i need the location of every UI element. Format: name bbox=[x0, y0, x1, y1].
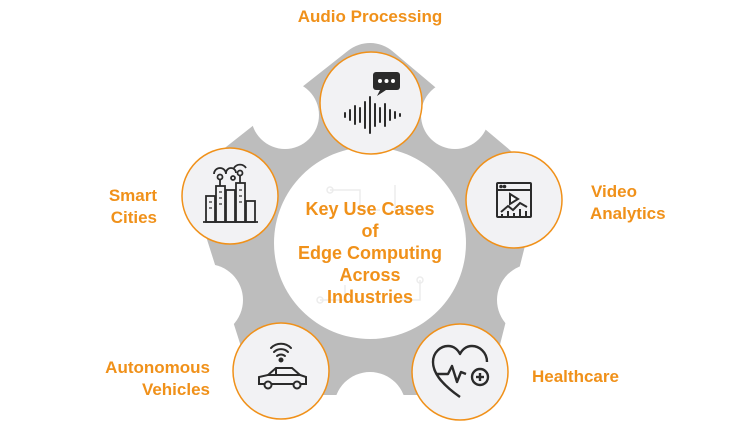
node-auto bbox=[232, 322, 330, 420]
center-title-line-5: Industries bbox=[326, 287, 414, 307]
center-title-line-1: Key Use Cases bbox=[305, 199, 435, 219]
node-audio bbox=[319, 51, 423, 155]
label-smart-cities: Smart Cities bbox=[60, 185, 157, 229]
center-title-line-2: of bbox=[361, 221, 379, 241]
audio-waveform-chat-icon bbox=[344, 72, 401, 134]
label-video-line-1: Video bbox=[591, 182, 637, 201]
label-city-line-1: Smart bbox=[108, 186, 157, 205]
video-analytics-icon bbox=[496, 182, 532, 218]
label-city-line-2: Cities bbox=[110, 208, 157, 227]
label-auto-line-2: Vehicles bbox=[141, 380, 210, 399]
center-title-line-3: Edge Computing bbox=[298, 243, 442, 263]
label-auto-line-1: Autonomous bbox=[105, 358, 210, 377]
node-health bbox=[411, 323, 509, 421]
label-autonomous-vehicles: Autonomous Vehicles bbox=[60, 357, 210, 401]
label-video-line-2: Analytics bbox=[590, 204, 666, 223]
center-title: Key Use Cases of Edge Computing Across I… bbox=[270, 198, 470, 308]
smart-city-icon bbox=[203, 163, 258, 223]
node-city bbox=[181, 147, 279, 245]
center-watermark bbox=[316, 185, 424, 304]
center-title-line-4: Across bbox=[339, 265, 401, 285]
connected-car-icon bbox=[258, 342, 307, 390]
label-audio-line-1: Audio Processing bbox=[297, 7, 443, 26]
heart-plus-icon bbox=[431, 344, 490, 398]
label-healthcare: Healthcare bbox=[532, 366, 619, 388]
label-video-analytics: Video Analytics bbox=[590, 181, 666, 225]
node-video bbox=[465, 151, 563, 249]
label-audio-processing: Audio Processing bbox=[270, 6, 470, 28]
label-healthcare-line-1: Healthcare bbox=[532, 367, 619, 386]
